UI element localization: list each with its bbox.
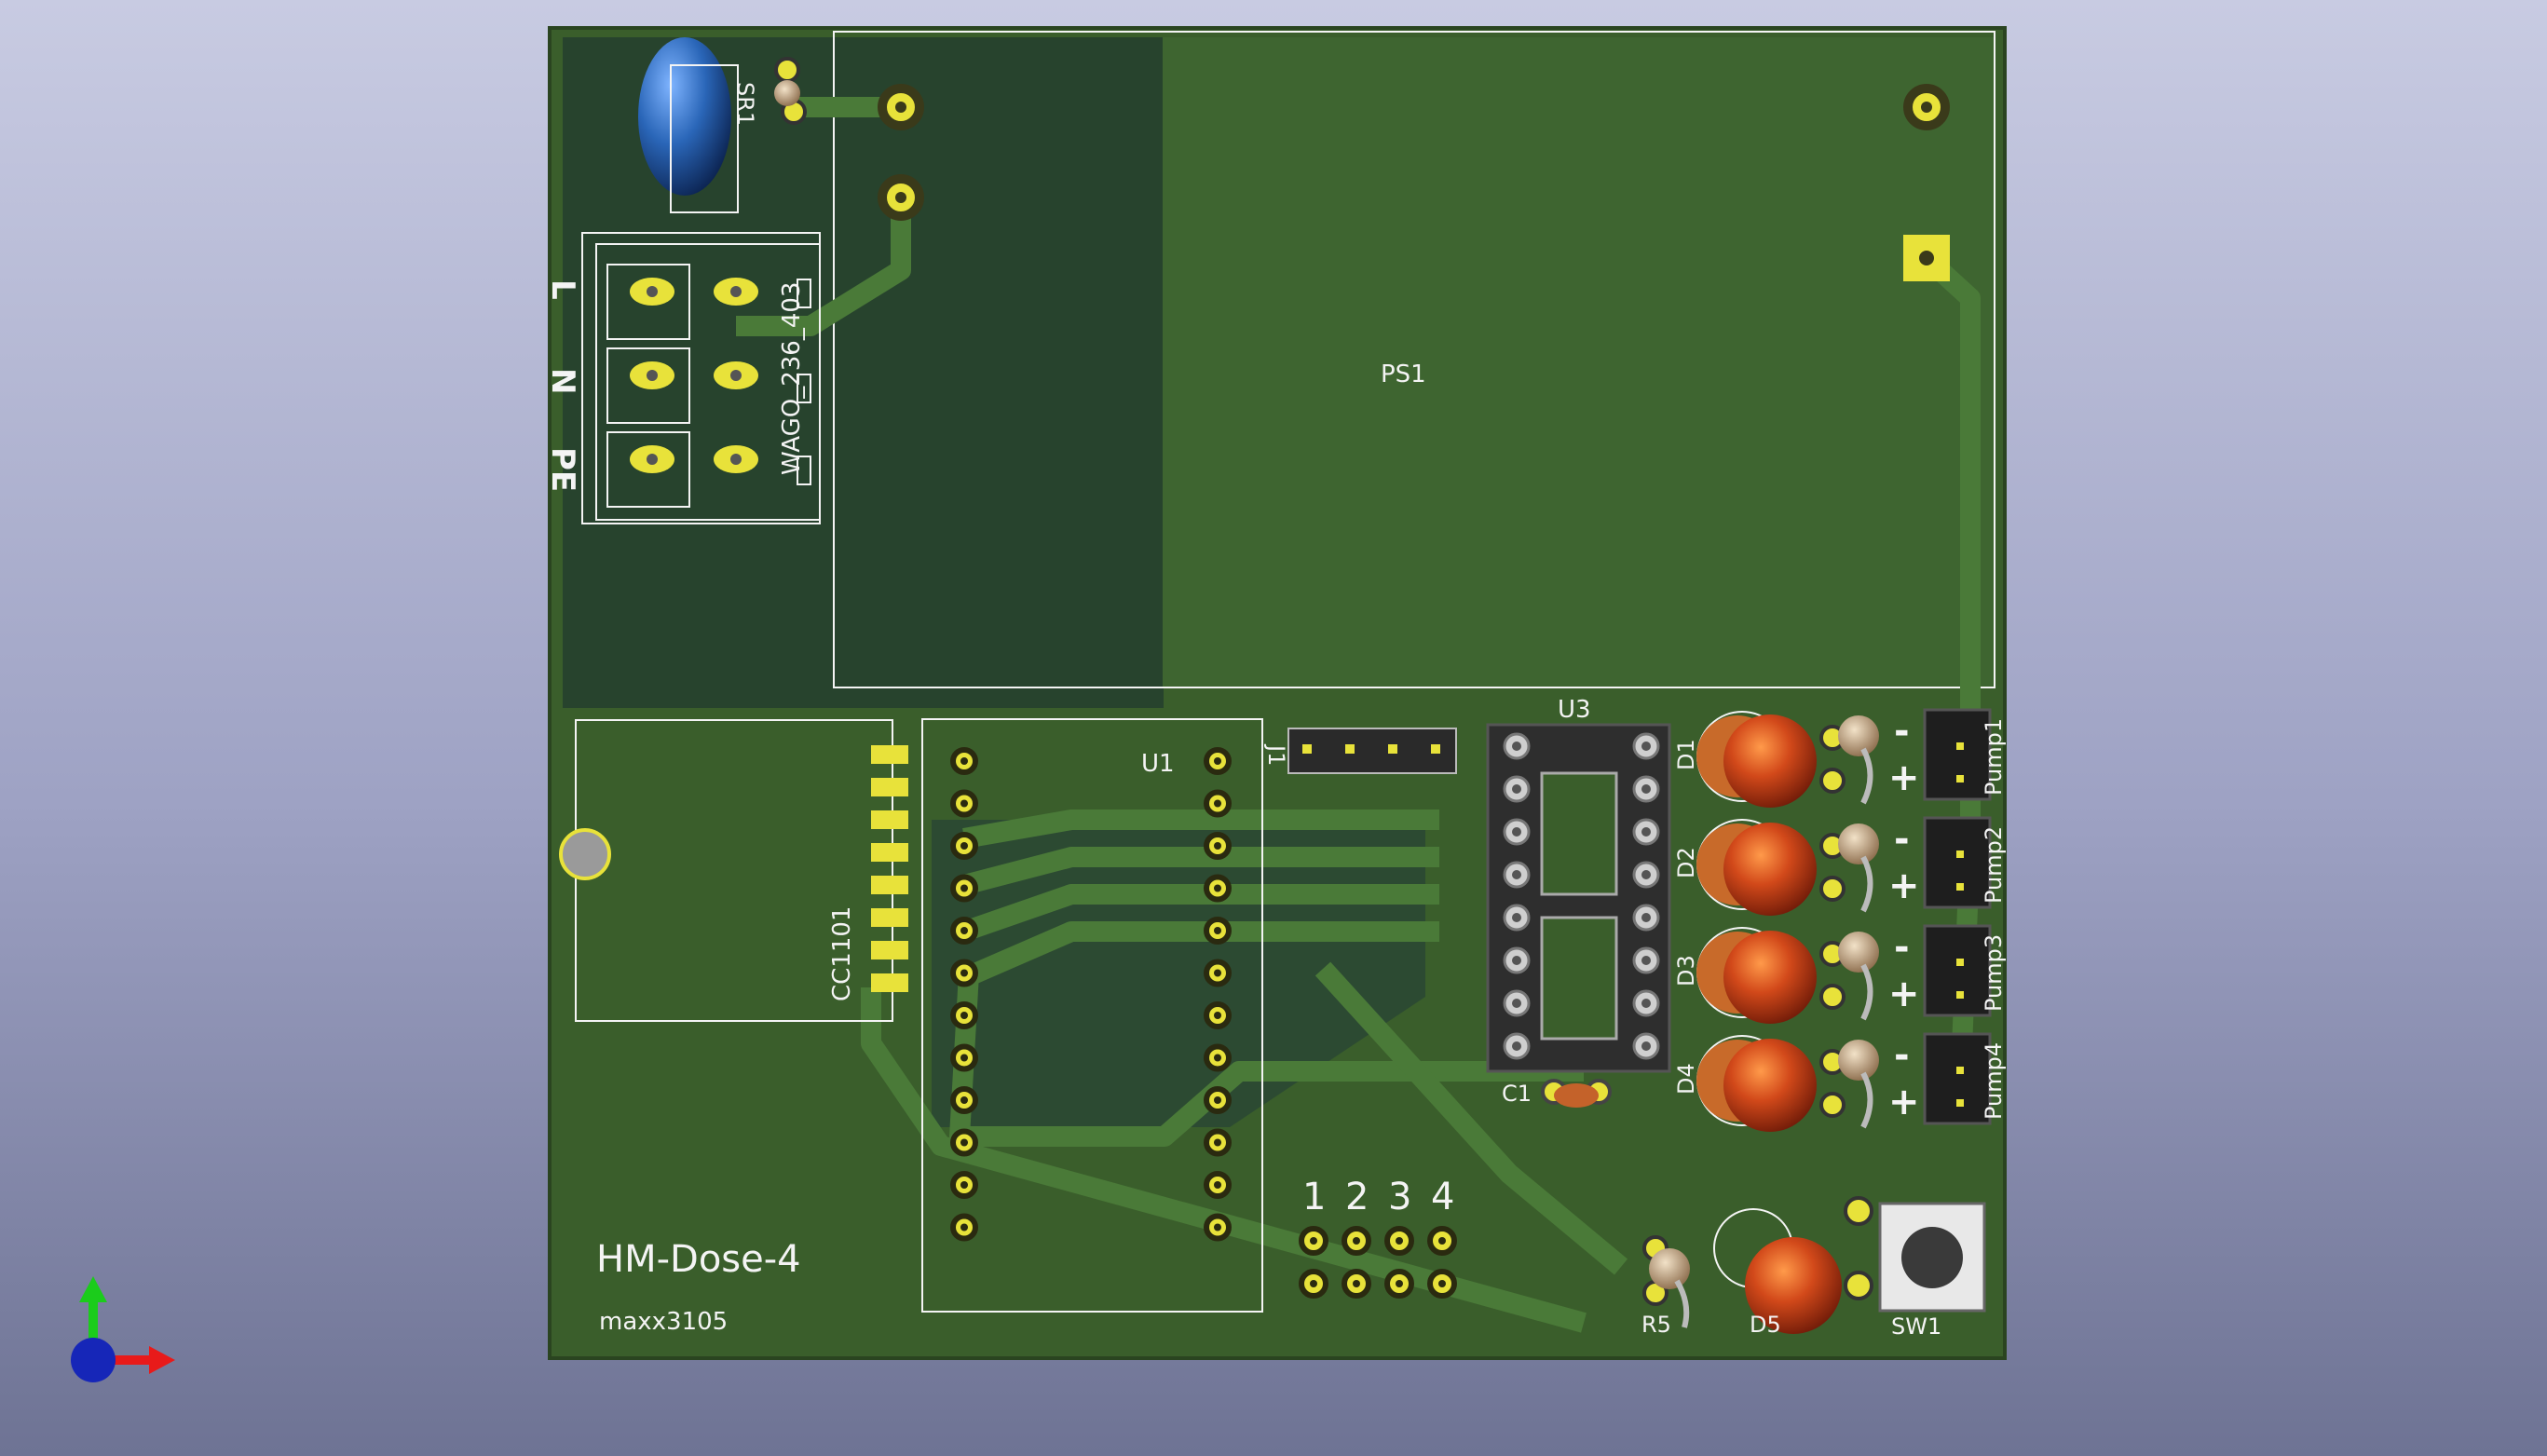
sr1-pad-1[interactable] (774, 57, 800, 83)
j1-label: J1 (1263, 743, 1289, 766)
sw1-label: SW1 (1891, 1313, 1941, 1340)
pump-label: Pump1 (1981, 718, 2007, 796)
capacitor-blue (638, 37, 731, 196)
sw1-pad-1[interactable] (1844, 1196, 1873, 1226)
polarity-plus: + (1888, 756, 1920, 799)
axis-z-arrow-icon (79, 1276, 107, 1302)
j1-header[interactable] (1287, 728, 1457, 774)
u3-pins[interactable] (1503, 732, 1660, 1060)
cc1101-label: CC1101 (828, 906, 856, 1001)
axis-x-arrow-icon (149, 1346, 175, 1374)
polarity-minus: - (1894, 710, 1910, 753)
channel-4: D4 -+ Pump4 (1673, 1032, 2007, 1132)
u3-label: U3 (1558, 696, 1591, 724)
led-label: D4 (1673, 1063, 1699, 1095)
mounting-hole (559, 828, 611, 880)
sw1-pad-2[interactable] (1844, 1271, 1873, 1300)
terminal-label-l: L (544, 279, 581, 300)
jumper-pads[interactable] (1299, 1226, 1457, 1299)
resistor-pad[interactable] (1819, 984, 1846, 1010)
pump-label: Pump3 (1981, 934, 2007, 1012)
axis-y-origin-icon (71, 1338, 116, 1382)
u1-label: U1 (1141, 750, 1175, 778)
terminal-block (581, 232, 821, 524)
u1-pins[interactable] (950, 747, 1232, 1242)
led-dome (1723, 823, 1817, 916)
pump-connector[interactable] (1923, 708, 1992, 801)
channel-2: D2 -+ Pump2 (1673, 816, 2007, 916)
polarity-plus: + (1888, 864, 1920, 907)
terminal-pads[interactable] (630, 278, 758, 473)
ps1-outline (833, 31, 1995, 688)
led-label: D2 (1673, 847, 1699, 878)
pump-label: Pump4 (1981, 1042, 2007, 1120)
d5-led (1745, 1237, 1842, 1334)
pump-connector[interactable] (1923, 924, 1992, 1017)
fuse-outline (670, 64, 739, 213)
jumper-number-4: 4 (1431, 1176, 1454, 1218)
board-author: maxx3105 (599, 1308, 728, 1336)
channel-1: D1 -+ Pump1 (1673, 708, 2007, 808)
d5-label: D5 (1750, 1312, 1781, 1338)
copper-pour-right (1163, 37, 1994, 687)
r5-body (1649, 1248, 1690, 1289)
terminal-label-pe: PE (544, 447, 581, 492)
led-label: D3 (1673, 955, 1699, 987)
wago-label: WAGO_236_403 (778, 282, 806, 475)
polarity-plus: + (1888, 1081, 1920, 1123)
led-label: D1 (1673, 739, 1699, 770)
pump-label: Pump2 (1981, 826, 2007, 904)
polarity-plus: + (1888, 973, 1920, 1015)
jumper-number-2: 2 (1345, 1176, 1369, 1218)
sr1-label: SR1 (732, 82, 758, 126)
c1-label: C1 (1502, 1081, 1532, 1107)
led-dome (1723, 1039, 1817, 1132)
u1-outline (921, 718, 1263, 1313)
r5-label: R5 (1641, 1312, 1671, 1338)
resistor-pad[interactable] (1819, 768, 1846, 794)
led-dome (1723, 714, 1817, 808)
polarity-minus: - (1894, 1034, 1910, 1077)
channel-3: D3 -+ Pump3 (1673, 924, 2007, 1024)
pump-connector[interactable] (1923, 1032, 1992, 1125)
c1-body (1554, 1083, 1599, 1108)
ps1-label: PS1 (1381, 361, 1426, 388)
polarity-minus: - (1894, 926, 1910, 969)
resistor-pad[interactable] (1819, 1092, 1846, 1118)
resistor-body (1838, 715, 1879, 756)
resistor-body (1838, 1040, 1879, 1081)
axis-gizmo (71, 1276, 175, 1382)
sw1-actuator[interactable] (1901, 1227, 1963, 1288)
polarity-minus: - (1894, 818, 1910, 861)
jumper-number-3: 3 (1388, 1176, 1411, 1218)
resistor-body (1838, 823, 1879, 864)
jumper-number-1: 1 (1302, 1176, 1326, 1218)
led-dome (1723, 931, 1817, 1024)
pump-connector[interactable] (1923, 816, 1992, 909)
terminal-label-n: N (544, 368, 581, 394)
resistor-pad[interactable] (1819, 876, 1846, 902)
board-title: HM-Dose-4 (596, 1238, 801, 1281)
resistor-body (1838, 932, 1879, 973)
cc1101-pads[interactable] (871, 745, 908, 992)
